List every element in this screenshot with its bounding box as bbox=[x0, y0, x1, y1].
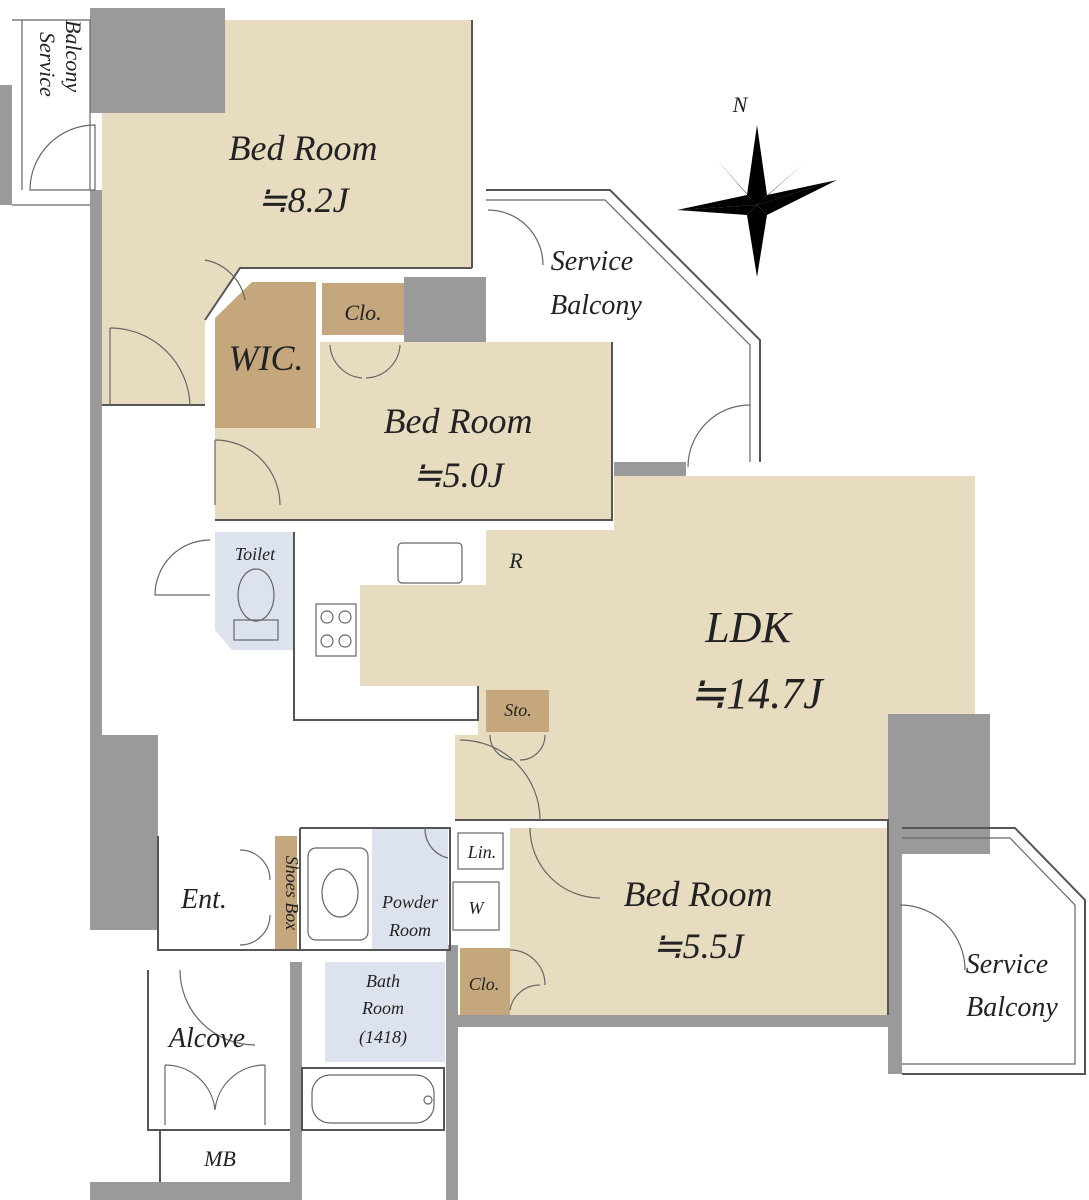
ldk-name: LDK bbox=[704, 603, 793, 652]
sb-topleft-label-2: Balcony bbox=[61, 20, 86, 92]
bed1-size: ≒8.2J bbox=[257, 180, 350, 220]
toilet-bowl bbox=[237, 568, 275, 622]
sb-mid-label-2: Balcony bbox=[550, 290, 642, 321]
alcove-label: Alcove bbox=[167, 1023, 245, 1054]
washbasin bbox=[307, 847, 369, 941]
bed2-name: Bed Room bbox=[384, 401, 533, 441]
sb-mid-label-1: Service bbox=[551, 246, 633, 277]
r-label: R bbox=[508, 548, 523, 573]
bath-label-1: Bath bbox=[366, 971, 400, 991]
room-fills bbox=[102, 20, 975, 1062]
bath-label-2: Room bbox=[361, 998, 404, 1018]
toilet-label: Toilet bbox=[235, 544, 276, 564]
w-label: W bbox=[469, 898, 486, 918]
kitchen-sink bbox=[397, 542, 463, 584]
bed2-size: ≒5.0J bbox=[412, 455, 505, 495]
wic-label: WIC. bbox=[229, 338, 304, 378]
ldk-size: ≒14.7J bbox=[689, 669, 825, 718]
washing-machine bbox=[452, 881, 500, 931]
ent-label: Ent. bbox=[180, 884, 227, 915]
linen-box bbox=[457, 832, 504, 870]
bed3-size: ≒5.5J bbox=[652, 926, 745, 966]
bed3-name: Bed Room bbox=[624, 874, 773, 914]
toilet-tank bbox=[233, 619, 279, 641]
sb-right-label-2: Balcony bbox=[966, 992, 1058, 1023]
mb-label: MB bbox=[203, 1146, 236, 1171]
powder-label-2: Room bbox=[388, 920, 431, 940]
sb-topleft-label-1: Service bbox=[35, 32, 60, 97]
compass-icon bbox=[677, 125, 837, 277]
powder-label-1: Powder bbox=[381, 892, 439, 912]
compass-n-label: N bbox=[732, 92, 749, 117]
balcony-outlines bbox=[12, 19, 1086, 1075]
stove bbox=[315, 603, 357, 657]
fixtures bbox=[233, 542, 504, 941]
interior-lines bbox=[102, 20, 889, 1182]
clo-bottom-label: Clo. bbox=[469, 974, 500, 994]
bed1-name: Bed Room bbox=[229, 128, 378, 168]
shoes-box-label: Shoes Box bbox=[282, 856, 302, 930]
lin-label: Lin. bbox=[467, 842, 497, 862]
door-swings bbox=[29, 124, 966, 1125]
sb-right-label-1: Service bbox=[966, 949, 1048, 980]
sto-label: Sto. bbox=[504, 700, 532, 720]
bath-label-3: (1418) bbox=[359, 1027, 407, 1048]
clo-top-label: Clo. bbox=[344, 300, 381, 325]
